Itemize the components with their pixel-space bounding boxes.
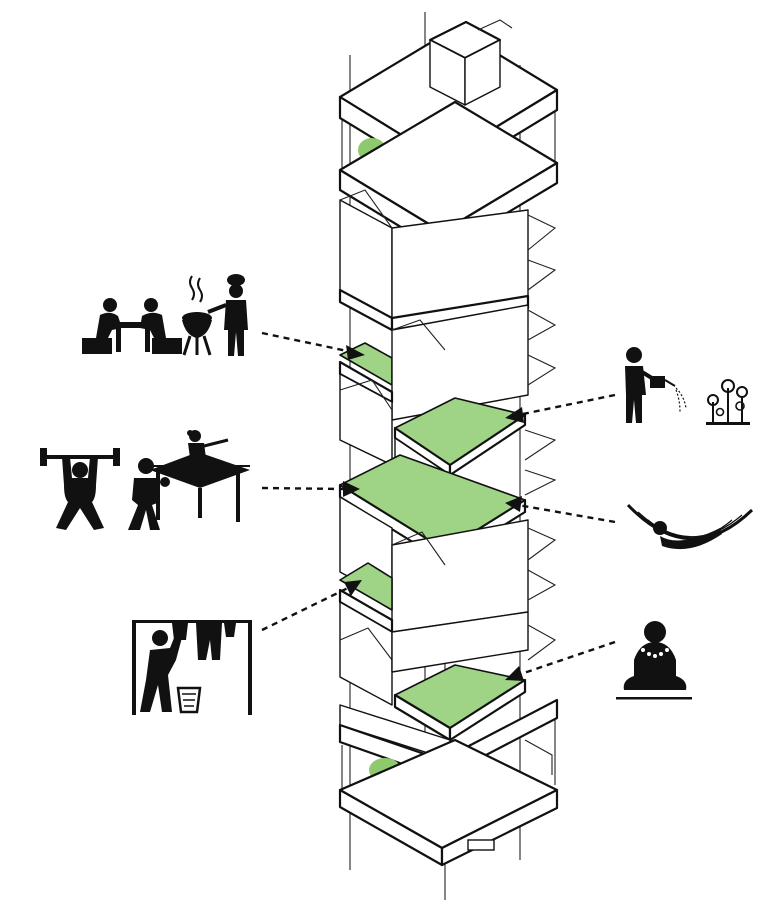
slab-2c — [448, 413, 527, 477]
housing-block-8 — [391, 611, 529, 673]
leader-gym — [261, 486, 346, 491]
dining-bbq-chef-icon — [82, 274, 248, 356]
hammock-relaxing-icon — [626, 503, 754, 550]
housing-block-2 — [391, 304, 529, 421]
arrowhead-meditation-icon — [505, 666, 524, 681]
arrowhead-hammock-icon — [505, 496, 522, 512]
leader-garden — [517, 393, 616, 417]
leader-hammock — [517, 503, 616, 524]
arrowhead-garden-icon — [505, 407, 524, 423]
slab-5b — [448, 678, 527, 742]
meditation-icon — [616, 621, 692, 700]
tower — [338, 12, 559, 900]
leader-bbq — [261, 331, 353, 354]
arrowhead-gym-icon — [343, 481, 360, 497]
leader-meditation — [517, 640, 616, 677]
watering-plants-icon — [625, 347, 750, 425]
roof-stair-box — [428, 19, 513, 106]
arrowhead-bbq-icon — [346, 345, 365, 360]
arrowhead-laundry-icon — [344, 580, 362, 596]
leader-laundry — [261, 585, 351, 632]
gym-weightlifting-ping-pong-icon — [40, 430, 250, 530]
housing-block-7 — [339, 601, 393, 706]
laundry-hanging-icon — [132, 620, 252, 715]
terrace-laundry — [339, 562, 393, 611]
leader-lines — [261, 331, 616, 681]
lower-garden-level — [338, 720, 559, 867]
